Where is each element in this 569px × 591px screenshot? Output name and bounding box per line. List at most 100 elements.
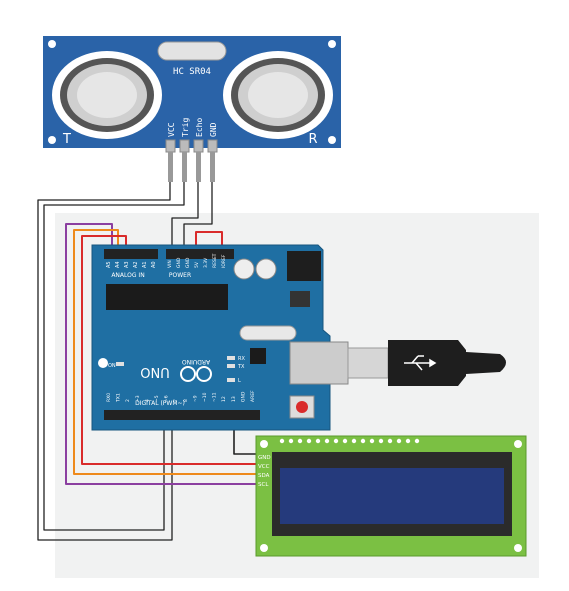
lcd-header-pin (315, 438, 321, 444)
wire-scl-purple[interactable] (65, 223, 262, 485)
led-l-label: L (238, 378, 241, 384)
digital-pin-label: 2 (125, 399, 131, 402)
power-pin-labels: VIN GND GND 5V 3.3V RESET IOREF (167, 253, 227, 268)
wire-sensor-gnd[interactable] (183, 182, 213, 248)
pin-label-a2: A2 (133, 261, 139, 268)
sensor-crystal (157, 41, 227, 61)
pin-label-a0: A0 (151, 261, 157, 268)
lcd-header-pin (288, 438, 294, 444)
pin-label-a4: A4 (115, 261, 121, 268)
usb-cable[interactable] (347, 340, 506, 386)
power-section-label: POWER (169, 272, 191, 279)
digital-header[interactable] (104, 410, 260, 420)
wire-vcc-red[interactable] (81, 235, 262, 465)
lcd-pin-gnd-label: GND (258, 455, 271, 461)
voltage-regulator (290, 291, 310, 307)
transmitter-transducer (52, 51, 162, 139)
analog-header[interactable] (104, 249, 158, 259)
arduino-brand-label: ARDUINO (182, 358, 211, 365)
usb-interface-chip (250, 348, 266, 364)
sensor-model-label: HC SR04 (173, 67, 211, 77)
sensor-mount-hole (48, 40, 56, 48)
digital-pin-label: 13 (231, 396, 237, 402)
lcd-header-pin (297, 438, 303, 444)
lcd-i2c-module[interactable]: GND VCC SDA SCL (255, 435, 527, 557)
pin-label-a1: A1 (142, 261, 148, 268)
arduino-model-label: UNO (140, 364, 169, 379)
usb-cable-strain-relief (466, 352, 506, 374)
pin-label-3v3: 3.3V (203, 257, 209, 268)
wire-5v-red[interactable] (195, 231, 223, 248)
pin-label-a5: A5 (106, 261, 112, 268)
lcd-header-pin (405, 438, 411, 444)
lcd-mount-hole (260, 440, 268, 448)
digital-pin-label: 7 (173, 399, 179, 402)
sensor-mount-hole (48, 136, 56, 144)
capacitor (233, 258, 255, 280)
usb-port[interactable] (289, 341, 349, 385)
power-header[interactable] (166, 249, 234, 259)
microcontroller-chip (106, 284, 228, 310)
pin-label-vin: VIN (167, 260, 173, 268)
digital-pin-label: ~9 (192, 395, 198, 402)
sensor-pin-vcc-label: VCC (167, 122, 176, 137)
lcd-header-pin (306, 438, 312, 444)
lcd-header-pin (369, 438, 375, 444)
analog-section-label: ANALOG IN (111, 272, 144, 279)
wire-sensor-vcc[interactable] (37, 182, 173, 541)
sensor-mount-hole (328, 40, 336, 48)
receiver-label: R (308, 132, 317, 147)
lcd-header-pin (414, 438, 420, 444)
lcd-pin-scl-label: SCL (258, 482, 269, 488)
digital-section-label: DIGITAL (PWM~) (135, 400, 185, 407)
pin-label-gnd: GND (176, 257, 182, 268)
pin-label-ioref: IOREF (221, 254, 227, 268)
arduino-uno-board[interactable]: ANALOG IN POWER DIGITAL (PWM~) ON RX TX … (91, 244, 349, 431)
capacitor (255, 258, 277, 280)
digital-pin-label: GND (240, 391, 246, 402)
lcd-header-pin (342, 438, 348, 444)
ultrasonic-sensor[interactable]: HC SR04 T R VCC Trig Echo GND (43, 36, 341, 148)
dc-power-jack[interactable] (287, 251, 321, 281)
wires (37, 182, 262, 541)
lcd-pin-vcc-label: VCC (258, 464, 270, 470)
digital-pin-label: ~6 (164, 395, 170, 402)
receiver-transducer (223, 51, 333, 139)
digital-pin-label: AREF (250, 390, 256, 402)
board-crystal (239, 325, 297, 341)
led-tx-label: TX (237, 364, 245, 370)
digital-pin-label: RX0 (106, 393, 112, 402)
sensor-pins[interactable] (165, 139, 218, 182)
pin-label-5v: 5V (194, 261, 200, 268)
reset-button-cap[interactable] (296, 401, 308, 413)
led-on (116, 362, 124, 366)
digital-pin-label: ~5 (154, 395, 160, 402)
digital-pin-label: 8 (183, 399, 189, 402)
lcd-pin-sda-label: SDA (258, 473, 270, 479)
lcd-header-pin (378, 438, 384, 444)
lcd-header-pin (360, 438, 366, 444)
analog-pin-labels: A5 A4 A3 A2 A1 A0 (106, 261, 157, 268)
led-on-label: ON (108, 363, 116, 369)
wire-sensor-trig[interactable] (43, 182, 185, 531)
digital-pin-label: 12 (221, 396, 227, 402)
lcd-screen (280, 468, 504, 524)
led-tx (227, 364, 235, 368)
sensor-pin-gnd-label: GND (209, 122, 218, 137)
pin-label-gnd: GND (185, 257, 191, 268)
digital-pin-label: ~11 (212, 392, 218, 402)
lcd-header-pin (351, 438, 357, 444)
lcd-mount-hole (514, 440, 522, 448)
lcd-header-pin (396, 438, 402, 444)
sensor-pin-trig-label: Trig (181, 118, 190, 137)
lcd-header-pin (324, 438, 330, 444)
usb-symbol-icon (404, 355, 437, 371)
sensor-mount-hole (328, 136, 336, 144)
digital-pin-label: TX1 (116, 393, 122, 403)
lcd-header-pin (333, 438, 339, 444)
sensor-pin-echo-label: Echo (195, 118, 204, 137)
wire-sensor-echo[interactable] (171, 182, 199, 248)
arduino-mount-hole (98, 358, 108, 368)
